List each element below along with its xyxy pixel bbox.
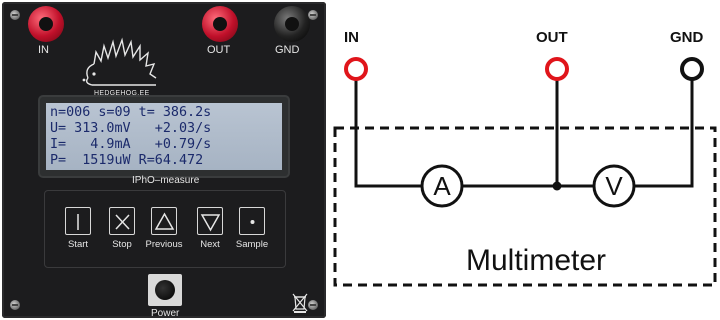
next-button[interactable]: [197, 207, 223, 235]
power-label: Power: [151, 308, 180, 318]
in-jack[interactable]: [28, 6, 64, 42]
out-jack-label: OUT: [207, 44, 231, 56]
in-jack-label: IN: [38, 44, 49, 56]
voltmeter-letter: V: [605, 171, 623, 201]
circuit-diagram: IN OUT GND A V Multimeter: [333, 29, 717, 287]
multimeter-box: [333, 126, 717, 287]
lcd-line: n=006 s=09 t= 386.2s: [50, 105, 212, 120]
sample-button[interactable]: [239, 207, 265, 235]
dot-icon: [250, 220, 255, 224]
lcd-line: I= 4.9mA +0.79/s: [50, 137, 212, 152]
bar-icon: [77, 214, 79, 230]
keypad: Start Stop Previous Next Sample: [44, 190, 286, 268]
sample-label: Sample: [235, 239, 269, 250]
measurement-device: IN OUT GND HEDGEHOG.EE n=006 s=09 t= 386…: [2, 2, 326, 318]
wires: [354, 79, 694, 188]
in-terminal: [344, 57, 368, 81]
screw-icon: [10, 300, 20, 310]
screw-icon: [10, 10, 20, 20]
junction-dot: [552, 181, 562, 191]
next-label: Next: [200, 239, 220, 250]
weee-bin-icon: [292, 293, 308, 313]
gnd-jack[interactable]: [274, 6, 310, 42]
gnd-terminal-label: GND: [670, 29, 704, 46]
screw-icon: [308, 10, 318, 20]
cross-icon: [115, 214, 130, 230]
out-terminal-label: OUT: [536, 29, 568, 46]
previous-label: Previous: [145, 239, 183, 250]
logo-text: HEDGEHOG.EE: [94, 90, 150, 97]
device-name: IPhO–measure: [132, 175, 200, 186]
up-triangle-icon: [154, 212, 175, 230]
out-terminal: [545, 57, 569, 81]
stop-label: Stop: [112, 239, 132, 250]
start-button[interactable]: [65, 207, 91, 235]
screw-icon: [308, 300, 318, 310]
voltmeter-symbol: [592, 164, 636, 208]
lcd-line: U= 313.0mV +2.03/s: [50, 121, 212, 136]
multimeter-label: Multimeter: [466, 244, 606, 277]
power-button[interactable]: [148, 274, 182, 306]
lcd-line: P= 1519uW R=64.472: [50, 153, 204, 168]
ammeter-symbol: [420, 164, 464, 208]
gnd-jack-label: GND: [275, 44, 300, 56]
start-label: Start: [67, 239, 89, 250]
out-jack[interactable]: [202, 6, 238, 42]
hedgehog-logo-icon: [82, 37, 157, 86]
stop-button[interactable]: [109, 207, 135, 235]
down-triangle-icon: [200, 214, 221, 232]
previous-button[interactable]: [151, 207, 177, 235]
in-terminal-label: IN: [344, 29, 359, 46]
ammeter-letter: A: [433, 171, 451, 201]
gnd-terminal: [680, 57, 704, 81]
